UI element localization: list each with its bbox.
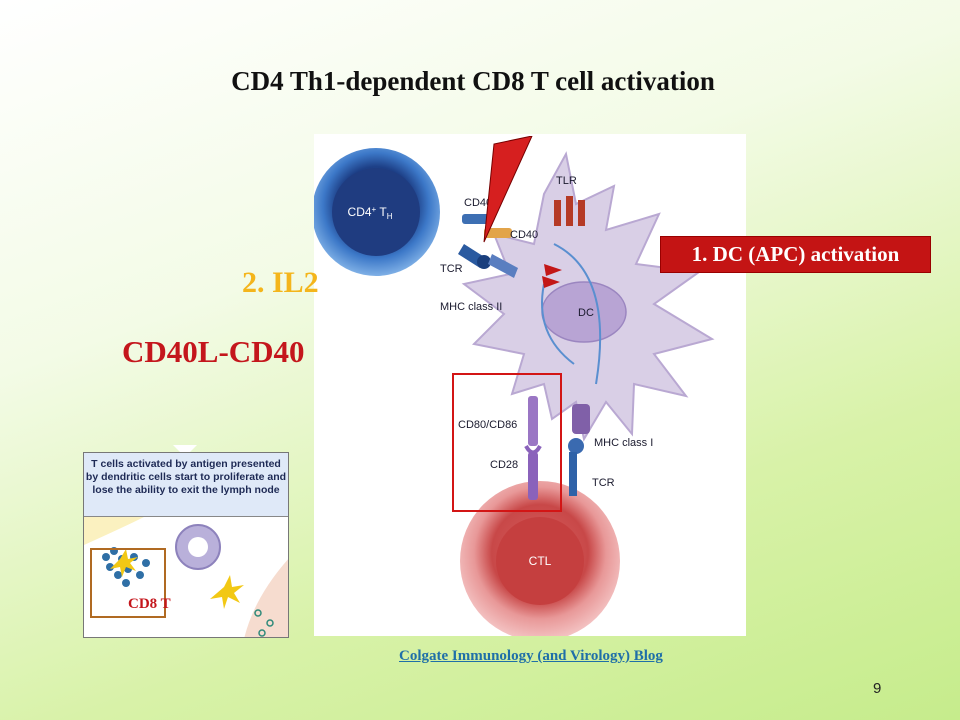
cd28-label: CD28 (490, 459, 518, 471)
inset-dc-1-icon (110, 549, 138, 577)
inset-illustration (84, 517, 288, 637)
cd40l-cd40-label: CD40L-CD40 (122, 334, 305, 369)
inset-vessel-lumen (188, 537, 208, 557)
cd28-receptor (528, 452, 538, 500)
dc-arrow-2 (541, 283, 575, 365)
cd40l-label: CD40L (464, 197, 498, 209)
mhc-class-i-label: MHC class I (594, 437, 653, 449)
ctl-nucleus (496, 517, 584, 605)
tcr-head (477, 255, 491, 269)
tlr-2 (566, 196, 573, 226)
cd40-receptor (484, 228, 512, 238)
cd40l-receptor (462, 214, 492, 224)
tlr-3 (578, 200, 585, 226)
tcr-bottom-head (568, 438, 584, 454)
inset-yellow-region (84, 517, 144, 545)
inset-dc-2-icon (210, 575, 244, 609)
inset-scattered-cells (254, 609, 274, 637)
ctl-label: CTL (529, 554, 552, 568)
tcr-bottom-receptor (569, 452, 577, 496)
figure-svg: CD4+ TH CD40L CD40 TLR TCR MHC class II … (314, 148, 715, 636)
dc-arrow-1 (553, 243, 602, 385)
cd40-label: CD40 (510, 229, 538, 241)
tlr-1 (554, 200, 561, 226)
lymph-node-inset: T cells activated by antigen presented b… (83, 452, 289, 638)
mhc-class-ii-label: MHC class II (440, 301, 502, 313)
slide-title: CD4 Th1-dependent CD8 T cell activation (231, 66, 715, 96)
tlr-label: TLR (556, 175, 577, 187)
dc-activation-box: 1. DC (APC) activation (660, 236, 931, 273)
cd8-highlight-box (90, 548, 166, 618)
mhc-ii-receptor (488, 254, 518, 278)
costimulation-highlight-box (452, 373, 562, 512)
page-number: 9 (873, 680, 882, 697)
mhc-class-i-receptor (572, 404, 590, 434)
tcr-top-label: TCR (440, 263, 463, 275)
inset-caption: T cells activated by antigen presented b… (84, 453, 288, 517)
cd8-t-label: CD8 T (128, 596, 171, 612)
cd4-nucleus (332, 168, 420, 256)
dc-label: DC (578, 307, 594, 319)
cd4-label: CD4+ TH (348, 205, 393, 221)
cd80-cd86-receptor (528, 396, 538, 446)
il2-label: 2. IL2 (242, 266, 319, 299)
tcr-bottom-label: TCR (592, 477, 615, 489)
inset-pink-region (244, 559, 288, 637)
blog-link[interactable]: Colgate Immunology (and Virology) Blog (399, 648, 663, 664)
cd80-cd86-label: CD80/CD86 (458, 419, 517, 431)
